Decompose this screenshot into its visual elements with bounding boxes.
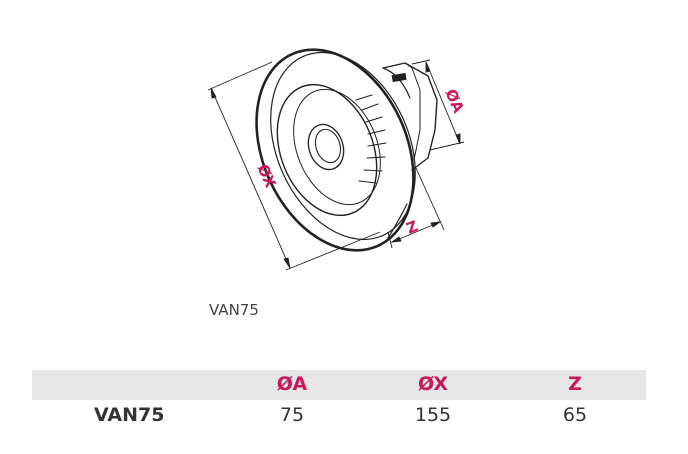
table-cell-x: 155 bbox=[414, 404, 452, 426]
dimension-z-label: Z bbox=[404, 217, 421, 238]
valve-technical-drawing: ØX ØA Z bbox=[207, 48, 468, 271]
dimension-x-line bbox=[207, 61, 381, 271]
dimension-a-label: ØA bbox=[441, 86, 467, 116]
centre-boss bbox=[307, 123, 345, 171]
inner-disc bbox=[276, 83, 387, 217]
duct-spigot bbox=[382, 62, 438, 171]
model-caption: VAN75 bbox=[209, 301, 259, 319]
table-header-z: Z bbox=[568, 373, 582, 395]
table-cell-a: 75 bbox=[279, 404, 305, 426]
dimension-x-label: ØX bbox=[254, 161, 280, 190]
dimension-a-line bbox=[411, 59, 465, 151]
dimension-z-line bbox=[387, 167, 445, 249]
table-cell-z: 65 bbox=[562, 404, 588, 426]
flange-rim bbox=[255, 48, 416, 252]
dimension-table-header bbox=[32, 370, 646, 400]
table-header-a: ØA bbox=[276, 373, 308, 395]
table-header-x: ØX bbox=[417, 373, 449, 395]
table-row-name: VAN75 bbox=[94, 404, 165, 426]
